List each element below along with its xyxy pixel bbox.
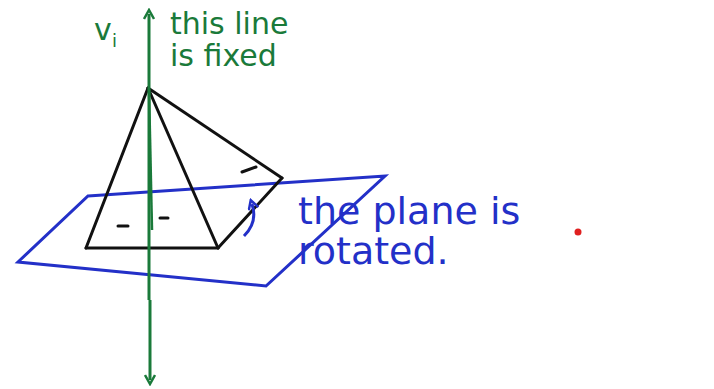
axis-line	[149, 88, 152, 230]
vector-subscript: i	[112, 32, 117, 51]
pyramid	[86, 88, 282, 248]
rotation-arrow	[244, 204, 254, 236]
axis-line	[149, 300, 152, 380]
plane-note: the plane is rotated.	[298, 192, 548, 272]
stray-dot	[575, 229, 582, 236]
vector-name: v	[94, 14, 112, 46]
axis-note: this line is fixed	[170, 8, 320, 71]
